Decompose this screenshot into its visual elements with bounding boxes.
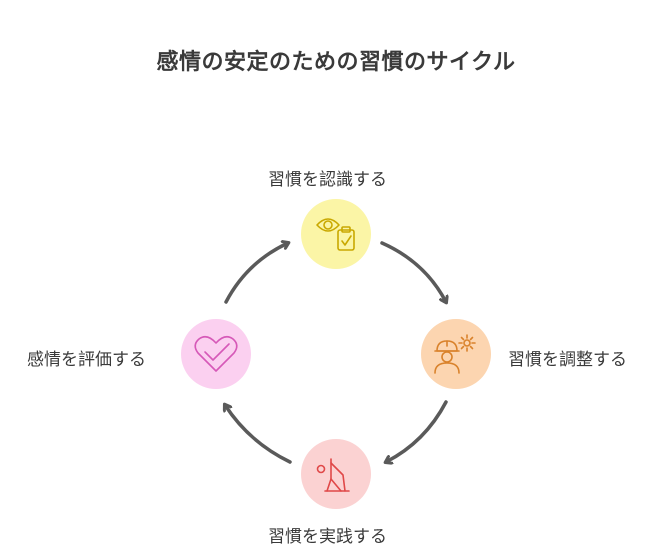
worker-gear-icon	[434, 334, 476, 374]
step-practice-circle	[301, 439, 371, 509]
yoga-pose-icon	[316, 458, 350, 492]
step-recognize-label: 習慣を認識する	[268, 170, 387, 190]
step-adjust-label: 習慣を調整する	[508, 350, 627, 370]
arrow-adjust-to-practice	[386, 400, 448, 462]
arrow-recognize-to-adjust	[380, 241, 446, 302]
arrow-practice-to-evaluate	[225, 405, 292, 464]
step-evaluate-circle	[181, 319, 251, 389]
heart-check-icon	[194, 335, 238, 372]
step-adjust-circle	[421, 319, 491, 389]
step-recognize-circle	[301, 199, 371, 269]
eye-clipboard-icon	[316, 218, 355, 251]
diagram-title: 感情の安定のための習慣のサイクル	[156, 50, 516, 75]
step-practice-label: 習慣を実践する	[268, 527, 387, 547]
arrow-evaluate-to-recognize	[224, 243, 288, 304]
step-evaluate-label: 感情を評価する	[27, 350, 146, 370]
